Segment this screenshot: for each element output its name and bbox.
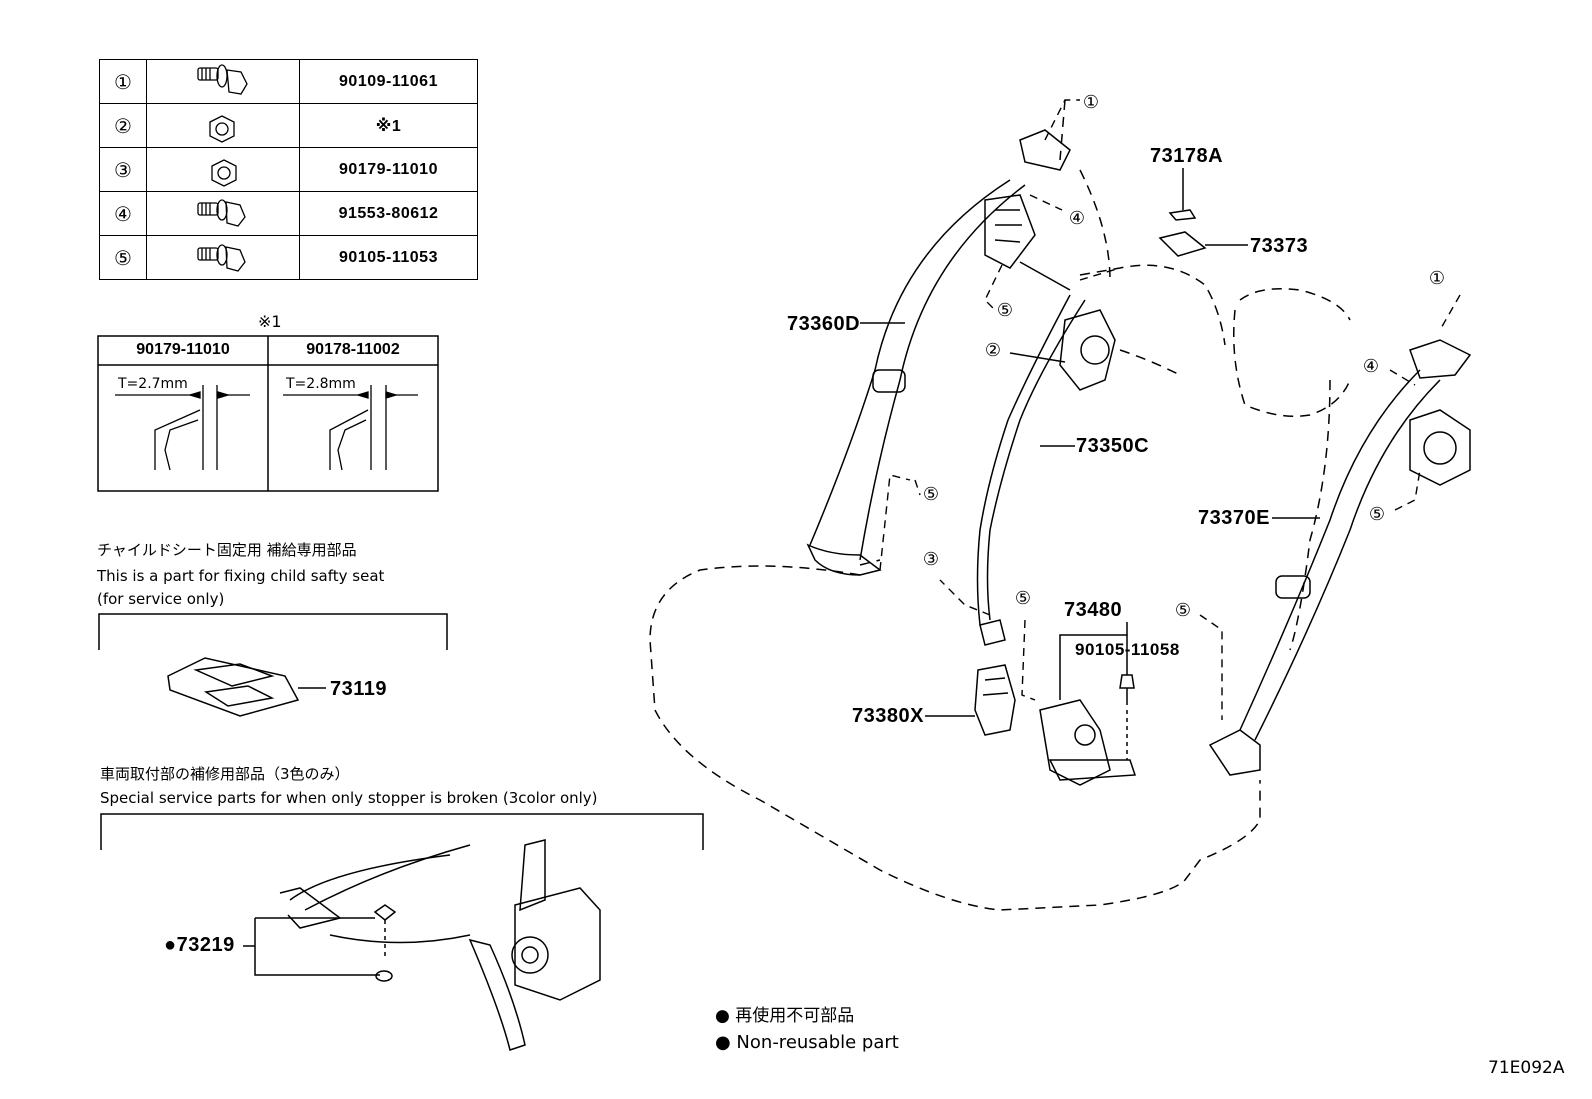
belt-73370E [1208,339,1472,776]
fastener-table: ① 90109-11061 ② ※1 ③ 90179-11010 ④ 91553… [99,59,478,280]
table-row: ③ 90179-11010 [99,147,478,192]
table-row: ④ 91553-80612 [99,191,478,236]
child-seat-plate [167,657,326,717]
row-index: ① [99,59,147,104]
callout-2[interactable]: ② [984,340,1002,361]
callout-3[interactable]: ③ [922,549,940,570]
part-73373[interactable]: 73373 [1250,235,1309,257]
stopper-frame [100,813,704,850]
belt-73360D [806,129,1071,576]
part-73360D[interactable]: 73360D [787,313,861,335]
part-73350C[interactable]: 73350C [1076,435,1150,457]
table-row: ① 90109-11061 [99,59,478,104]
part-73119[interactable]: 73119 [330,678,388,700]
part-73219[interactable]: ●73219 [164,934,235,956]
belt-73350C [976,261,1116,646]
row-index: ④ [99,191,147,236]
row-index: ② [99,103,147,148]
legend-ja: ● 再使用不可部品 [715,1006,855,1026]
callout-5-right[interactable]: ⑤ [1368,504,1386,525]
fastener-icon-cell [146,59,300,104]
buckle-73380X [925,664,1016,736]
row-index: ⑤ [99,235,147,280]
part-number[interactable]: ※1 [299,103,478,148]
callout-4-left[interactable]: ④ [1068,208,1086,229]
callout-5-mid[interactable]: ⑤ [1014,588,1032,609]
thickness-sketch [115,385,418,471]
part-73480[interactable]: 73480 [1064,599,1123,621]
legend-en: ● Non-reusable part [715,1032,899,1053]
part-number[interactable]: 90109-11061 [299,59,478,104]
stopper-sketch [243,839,601,1051]
fastener-icon-cell [146,235,300,280]
thickness-part-2[interactable]: 90178-11002 [306,341,400,358]
stopper-title-ja: 車両取付部の補修用部品（3色のみ） [100,765,350,783]
thickness-value-2: T=2.8mm [286,376,356,392]
part-number[interactable]: 90179-11010 [299,147,478,192]
thickness-value-1: T=2.7mm [118,376,188,392]
thickness-part-1[interactable]: 90179-11010 [136,341,230,358]
part-number[interactable]: 91553-80612 [299,191,478,236]
part-90105-11058[interactable]: 90105-11058 [1075,640,1180,659]
fastener-icon-cell [146,147,300,192]
callout-5-right-low[interactable]: ⑤ [1174,600,1192,621]
buckle-73480 [1039,622,1137,786]
table-row: ⑤ 90105-11053 [99,235,478,280]
figure-id: 71E092A [1488,1058,1565,1078]
callout-4-right[interactable]: ④ [1362,356,1380,377]
part-73178A[interactable]: 73178A [1150,145,1224,167]
part-73380X[interactable]: 73380X [852,705,924,727]
callout-1-top[interactable]: ① [1082,92,1100,113]
callout-leaders [879,99,1461,720]
row-index: ③ [99,147,147,192]
child-seat-title-ja: チャイルドシート固定用 補給専用部品 [97,541,357,559]
child-seat-frame [98,613,448,650]
thickness-table-frame [97,335,439,492]
table-row: ② ※1 [99,103,478,148]
fastener-icon-cell [146,103,300,148]
part-number[interactable]: 90105-11053 [299,235,478,280]
callout-5-top[interactable]: ⑤ [996,300,1014,321]
part-73370E[interactable]: 73370E [1198,507,1270,529]
stopper-title-en: Special service parts for when only stop… [100,789,598,807]
callout-1-right[interactable]: ① [1428,268,1446,289]
callout-5-left[interactable]: ⑤ [922,484,940,505]
part-73178A-73373 [1158,168,1248,257]
seat-outline [649,99,1351,911]
fastener-icon-cell [146,191,300,236]
child-seat-title-en: This is a part for fixing child safty se… [97,567,385,585]
note-mark: ※1 [258,312,282,331]
child-seat-subtitle: (for service only) [97,590,225,608]
